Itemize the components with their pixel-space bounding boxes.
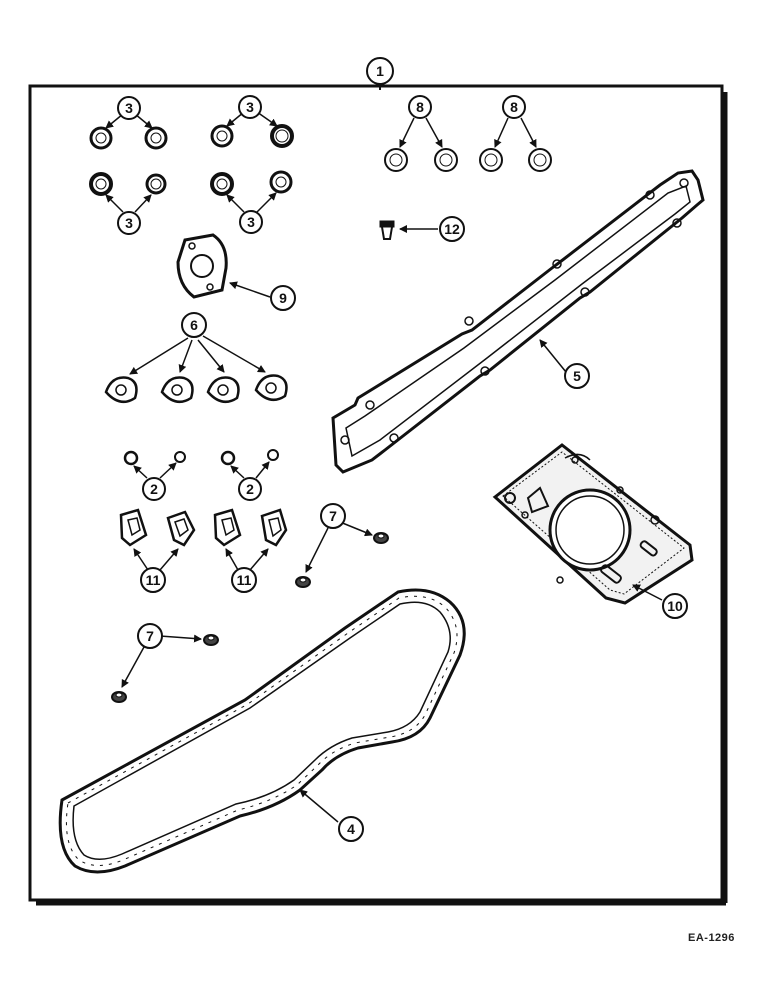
svg-text:3: 3 bbox=[125, 100, 133, 116]
drawing-code: EA-1296 bbox=[688, 932, 735, 944]
callout-flange-gasket: 9 bbox=[270, 285, 296, 311]
callout-oring-right: 2 bbox=[238, 477, 262, 501]
kit-frame bbox=[28, 84, 728, 906]
exhaust-gasket-group bbox=[104, 335, 288, 404]
svg-text:2: 2 bbox=[246, 481, 254, 497]
svg-text:3: 3 bbox=[247, 214, 255, 230]
callout-seal-bottom-right: 3 bbox=[239, 210, 263, 234]
svg-text:2: 2 bbox=[150, 481, 158, 497]
callout-plug: 12 bbox=[439, 216, 465, 242]
callout-manifold-gasket: 5 bbox=[564, 363, 590, 389]
manifold-gasket-part bbox=[331, 169, 705, 474]
callout-washer-right: 8 bbox=[502, 95, 526, 119]
callout-plate-gasket-left: 11 bbox=[140, 567, 166, 593]
small-washer-group-bottom bbox=[111, 634, 219, 703]
callout-seal-top-left: 3 bbox=[117, 96, 141, 120]
svg-text:7: 7 bbox=[329, 508, 337, 524]
svg-text:11: 11 bbox=[146, 572, 161, 588]
callout-small-washer-top: 7 bbox=[320, 503, 346, 529]
svg-text:1: 1 bbox=[376, 63, 384, 79]
svg-text:10: 10 bbox=[667, 598, 683, 614]
svg-text:8: 8 bbox=[510, 99, 518, 115]
head-gasket-part bbox=[492, 443, 694, 605]
svg-text:3: 3 bbox=[246, 99, 254, 115]
callout-head-gasket: 10 bbox=[662, 593, 688, 619]
small-washer-group-top bbox=[295, 521, 389, 588]
svg-text:6: 6 bbox=[190, 317, 198, 333]
svg-text:3: 3 bbox=[125, 215, 133, 231]
callout-oring-left: 2 bbox=[142, 477, 166, 501]
washer-group-left bbox=[384, 117, 458, 172]
washer-group-right bbox=[479, 117, 552, 172]
flange-gasket-part bbox=[176, 233, 271, 299]
svg-text:5: 5 bbox=[573, 368, 581, 384]
plate-gasket-group bbox=[119, 508, 288, 571]
svg-text:4: 4 bbox=[347, 821, 355, 837]
seal-group-top-left bbox=[89, 113, 168, 150]
callout-exhaust-gaskets: 6 bbox=[181, 312, 207, 338]
callout-oil-pan-gasket: 4 bbox=[338, 816, 364, 842]
plug-part bbox=[379, 220, 438, 240]
callout-seal-bottom-left: 3 bbox=[117, 211, 141, 235]
svg-text:11: 11 bbox=[237, 572, 252, 588]
svg-text:12: 12 bbox=[444, 221, 460, 237]
svg-text:9: 9 bbox=[279, 290, 287, 306]
seal-group-bottom-left bbox=[89, 172, 167, 213]
oring-group-left bbox=[123, 450, 186, 479]
callout-kit: 1 bbox=[366, 57, 394, 85]
callout-seal-top-right: 3 bbox=[238, 95, 262, 119]
oil-pan-gasket-part bbox=[58, 588, 466, 874]
svg-text:8: 8 bbox=[416, 99, 424, 115]
svg-text:7: 7 bbox=[146, 628, 154, 644]
seal-group-bottom-right bbox=[210, 170, 293, 213]
callout-plate-gasket-right: 11 bbox=[231, 567, 257, 593]
callout-small-washer-bottom: 7 bbox=[137, 623, 163, 649]
callout-washer-left: 8 bbox=[408, 95, 432, 119]
oring-group-right bbox=[220, 449, 279, 479]
